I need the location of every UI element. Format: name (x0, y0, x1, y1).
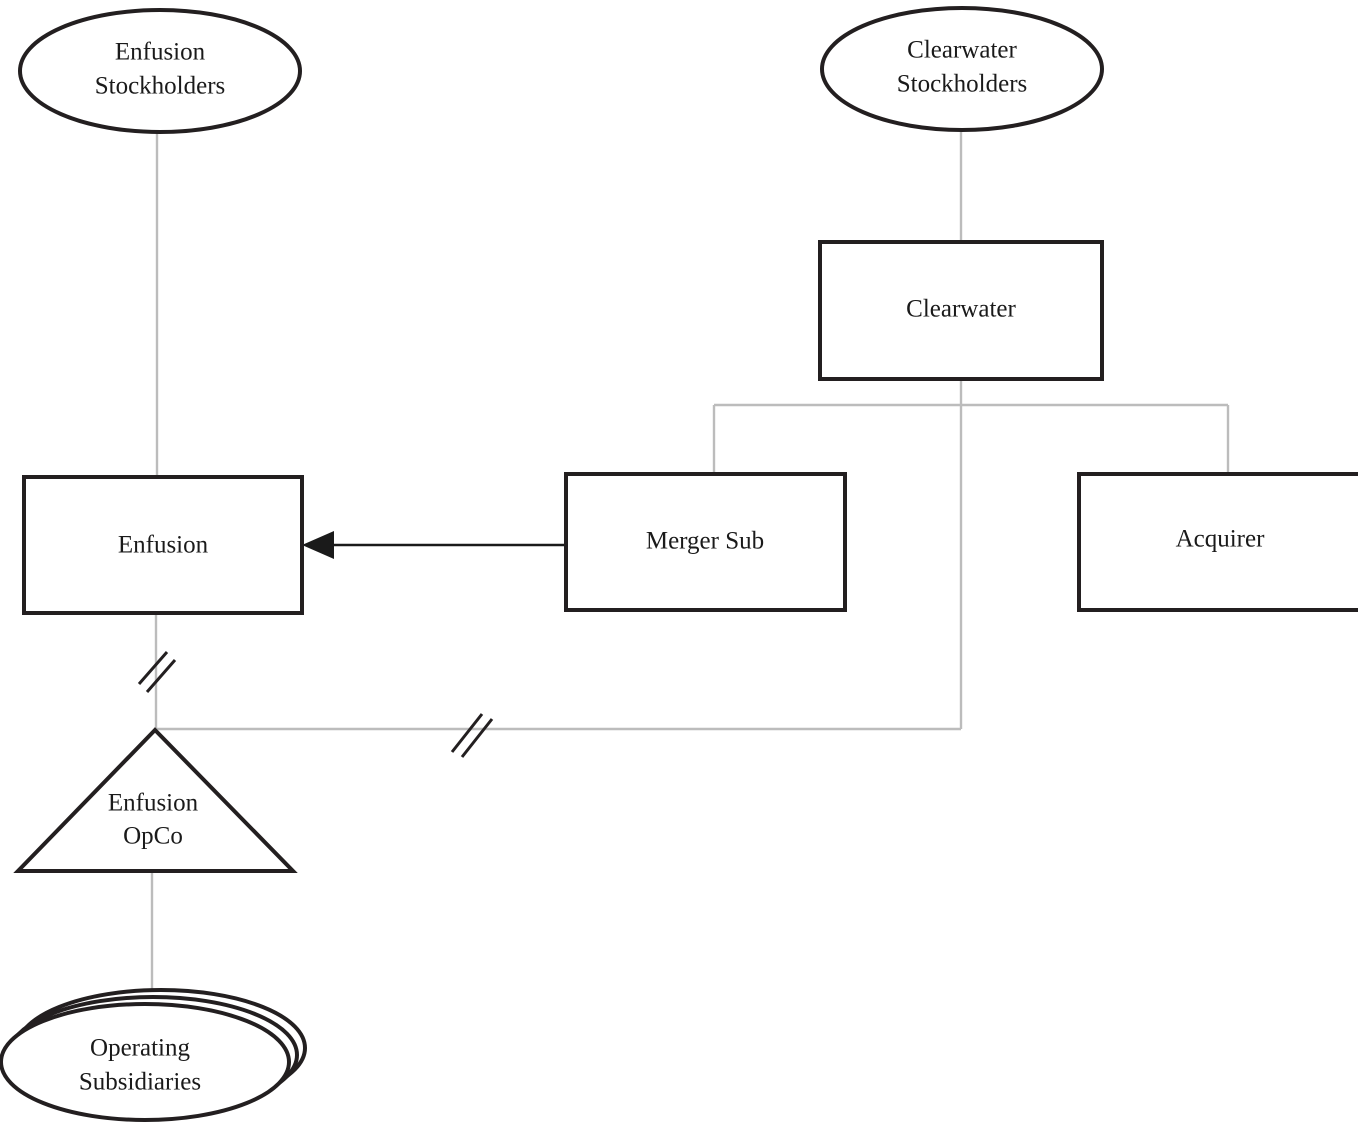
merger-sub-label: Merger Sub (646, 528, 764, 555)
enfusion-opco-label-line2: OpCo (123, 823, 183, 850)
node-clearwater-stockholders[interactable]: Clearwater Stockholders (820, 6, 1104, 132)
operating-subsidiaries-label-line2: Subsidiaries (79, 1069, 201, 1096)
clearwater-label: Clearwater (906, 296, 1016, 323)
break-mark-horizontal-clearwater-opco (450, 713, 494, 758)
enfusion-label: Enfusion (118, 532, 209, 559)
node-enfusion-stockholders[interactable]: Enfusion Stockholders (18, 8, 302, 134)
break-mark-vertical-enfusion-opco (137, 651, 177, 693)
enfusion-rect (22, 475, 304, 615)
acquirer-rect (1077, 472, 1358, 612)
operating-subsidiaries-ellipse-front (0, 1002, 291, 1122)
enfusion-stockholders-label-line1: Enfusion (115, 39, 206, 66)
clearwater-stockholders-label-line2: Stockholders (897, 71, 1028, 98)
clearwater-rect (818, 240, 1104, 381)
clearwater-stockholders-label-line1: Clearwater (907, 37, 1017, 64)
node-merger-sub[interactable]: Merger Sub (564, 472, 847, 612)
node-acquirer[interactable]: Acquirer (1077, 472, 1358, 612)
enfusion-opco-triangle (13, 727, 298, 873)
acquirer-label: Acquirer (1176, 526, 1266, 553)
merger-sub-rect (564, 472, 847, 612)
node-enfusion[interactable]: Enfusion (22, 475, 304, 615)
clearwater-stockholders-ellipse (820, 6, 1104, 132)
node-enfusion-opco[interactable]: Enfusion OpCo (13, 727, 298, 873)
enfusion-stockholders-label-line2: Stockholders (95, 73, 226, 100)
enfusion-opco-label-line1: Enfusion (108, 790, 199, 817)
merger-arrow (302, 531, 566, 559)
enfusion-stockholders-ellipse (18, 8, 302, 134)
node-clearwater[interactable]: Clearwater (818, 240, 1104, 381)
operating-subsidiaries-label-line1: Operating (90, 1035, 190, 1062)
node-operating-subsidiaries[interactable]: Operating Subsidiaries (0, 988, 307, 1122)
